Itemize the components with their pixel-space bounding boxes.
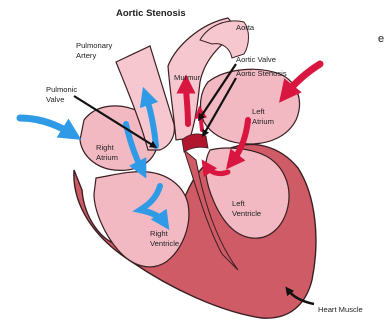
edge-letter: e <box>378 33 384 45</box>
label-aortic-stenosis: Aortic Stenosis <box>236 69 287 78</box>
diagram-title: Aortic Stenosis <box>116 8 186 19</box>
label-left-atrium-line2: Atrium <box>252 117 274 126</box>
label-left-ventricle-line1: Left <box>232 199 246 208</box>
blue-flow-arrow-inlet <box>20 118 72 134</box>
red-flow-arrow-inlet <box>286 64 320 94</box>
label-murmur: Murmur <box>174 73 201 82</box>
label-heart-muscle: Heart Muscle <box>318 305 363 314</box>
red-flow-arrow-aorta <box>186 84 188 124</box>
label-aortic-valve: Aortic Valve <box>236 55 276 64</box>
label-left-ventricle-line2: Ventricle <box>232 209 261 218</box>
right-ventricle-chamber <box>94 172 189 267</box>
label-right-atrium-line2: Atrium <box>96 153 118 162</box>
label-left-atrium-line1: Left <box>252 107 266 116</box>
label-aorta: Aorta <box>236 23 255 32</box>
label-right-ventricle-line1: Right <box>150 229 169 238</box>
stenotic-aortic-valve <box>182 134 208 152</box>
left-atrium-chamber <box>201 69 300 144</box>
label-right-atrium-line1: Right <box>96 143 115 152</box>
label-pulmonic-valve-line1: Pulmonic <box>46 85 77 94</box>
label-pulmonary-artery-line2: Artery <box>76 51 96 60</box>
label-pulmonary-artery-line1: Pulmonary <box>76 41 112 50</box>
label-pulmonic-valve-line2: Valve <box>46 95 64 104</box>
label-right-ventricle-line2: Ventricle <box>150 239 179 248</box>
